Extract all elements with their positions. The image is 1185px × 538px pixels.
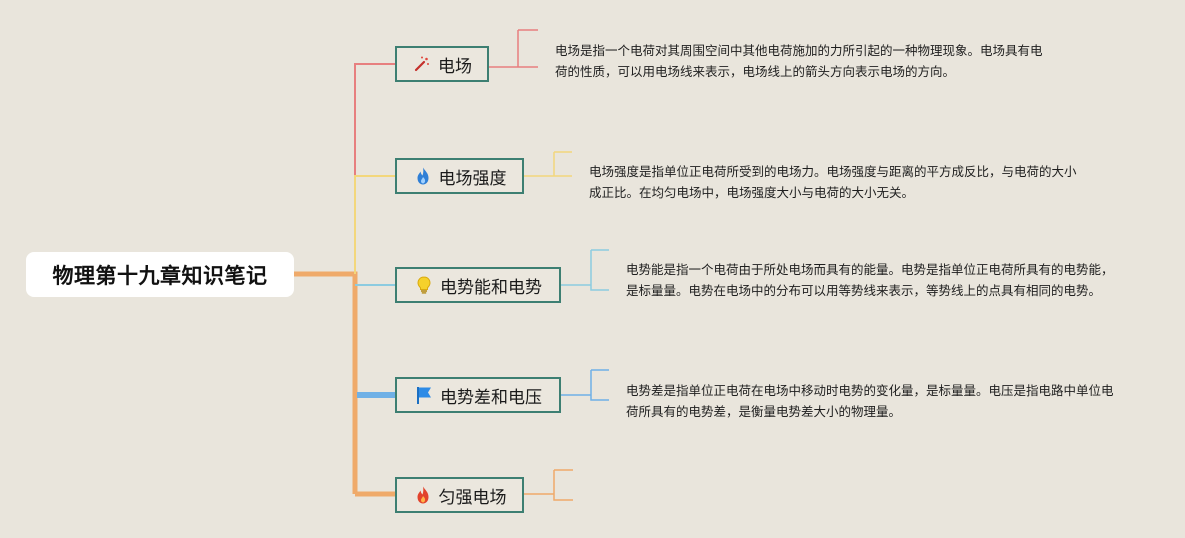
lightbulb-icon — [414, 275, 434, 295]
branch-node-uniform-field[interactable]: 匀强电场 — [395, 477, 524, 513]
root-topic[interactable]: 物理第十九章知识笔记 — [26, 252, 294, 297]
branch-node-potential-difference[interactable]: 电势差和电压 — [395, 377, 561, 413]
branch-label: 匀强电场 — [438, 487, 507, 508]
branch-label: 电势能和电势 — [440, 277, 542, 298]
note-connector-1 — [489, 29, 538, 68]
trunk-connector — [294, 271, 358, 494]
flame-red-icon — [413, 485, 433, 505]
note-connector-3 — [561, 249, 609, 291]
flame-blue-icon — [413, 166, 433, 186]
magic-wand-icon — [412, 54, 432, 74]
blue-flag-icon — [414, 385, 434, 405]
note-connector-5 — [524, 469, 573, 501]
branch-node-field-strength[interactable]: 电场强度 — [395, 158, 524, 194]
note-connector-4 — [561, 369, 609, 401]
note-potential-difference: 电势差是指单位正电荷在电场中移动时电势的变化量，是标量量。电压是指电路中单位电荷… — [626, 383, 1114, 419]
branch-connector-2 — [354, 175, 395, 274]
branch-label: 电场强度 — [438, 168, 507, 189]
branch-connector-1 — [354, 63, 395, 176]
branch-label: 电势差和电压 — [440, 387, 542, 408]
note-field-strength: 电场强度是指单位正电荷所受到的电场力。电场强度与距离的平方成反比，与电荷的大小成… — [589, 164, 1077, 200]
branch-label: 电场 — [438, 56, 472, 77]
branch-node-electric-field[interactable]: 电场 — [395, 46, 489, 82]
note-connector-2 — [524, 151, 572, 177]
branch-node-potential-energy[interactable]: 电势能和电势 — [395, 267, 561, 303]
note-potential-energy: 电势能是指一个电荷由于所处电场而具有的能量。电势是指单位正电荷所具有的电势能，是… — [626, 262, 1114, 298]
note-electric-field: 电场是指一个电荷对其周围空间中其他电荷施加的力所引起的一种物理现象。电场具有电荷… — [555, 43, 1043, 79]
